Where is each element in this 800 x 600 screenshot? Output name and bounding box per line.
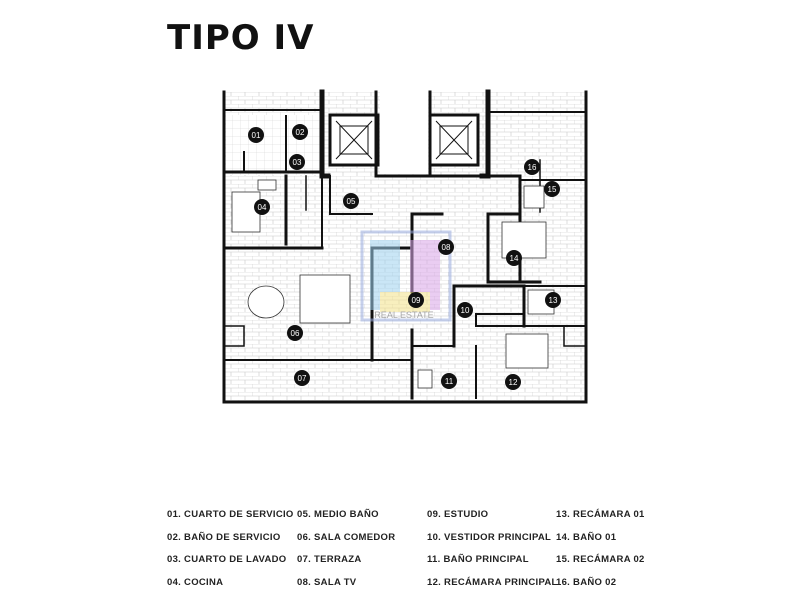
elevator-core-right bbox=[428, 113, 480, 167]
room-marker-label: 08 bbox=[442, 243, 451, 252]
legend-item: 12. RECÁMARA PRINCIPAL bbox=[427, 576, 558, 588]
page-title: TIPO IV bbox=[167, 18, 315, 58]
legend-column-3: 09. ESTUDIO 10. VESTIDOR PRINCIPAL 11. B… bbox=[427, 508, 558, 598]
legend-item: 15. RECÁMARA 02 bbox=[556, 554, 645, 565]
room-marker-label: 09 bbox=[412, 296, 421, 305]
legend-item: 10. VESTIDOR PRINCIPAL bbox=[427, 531, 552, 543]
legend-item: 05. MEDIO BAÑO bbox=[297, 509, 379, 520]
legend-item: 03. CUARTO DE LAVADO bbox=[167, 554, 287, 565]
legend-item: 13. RECÁMARA 01 bbox=[556, 509, 645, 520]
legend-item: 01. CUARTO DE SERVICIO bbox=[167, 509, 294, 520]
watermark-text: REAL ESTATE bbox=[374, 310, 433, 320]
room-marker bbox=[254, 199, 270, 215]
pj-logo-icon bbox=[360, 230, 452, 322]
room-marker bbox=[524, 159, 540, 175]
legend-item: 04. COCINA bbox=[167, 576, 224, 588]
room-marker bbox=[287, 325, 303, 341]
legend-item: 02. BAÑO DE SERVICIO bbox=[167, 531, 281, 543]
room-marker bbox=[294, 370, 310, 386]
room-marker bbox=[457, 302, 473, 318]
service-area-floor bbox=[226, 115, 322, 175]
legend-item: 11. BAÑO PRINCIPAL bbox=[427, 554, 529, 565]
room-marker bbox=[343, 193, 359, 209]
legend-column-2: 05. MEDIO BAÑO 06. SALA COMEDOR 07. TERR… bbox=[297, 508, 395, 598]
room-marker-label: 05 bbox=[347, 197, 356, 206]
legend-item: 14. BAÑO 01 bbox=[556, 531, 617, 543]
legend-item: 08. SALA TV bbox=[297, 576, 357, 588]
room-marker-label: 14 bbox=[510, 254, 519, 263]
room-marker-label: 01 bbox=[252, 131, 261, 140]
room-marker-label: 12 bbox=[509, 378, 518, 387]
room-marker bbox=[289, 154, 305, 170]
room-marker bbox=[248, 127, 264, 143]
room-marker-label: 02 bbox=[296, 128, 305, 137]
legend-column-4: 13. RECÁMARA 01 14. BAÑO 01 15. RECÁMARA… bbox=[556, 508, 645, 598]
room-marker bbox=[545, 292, 561, 308]
room-marker-label: 07 bbox=[298, 374, 307, 383]
room-markers: 01 02 03 04 05 06 07 08 09 10 11 12 13 14 15 16 bbox=[248, 124, 561, 390]
room-marker bbox=[506, 250, 522, 266]
room-marker bbox=[408, 292, 424, 308]
legend-item: 16. BAÑO 02 bbox=[556, 576, 617, 588]
terrace-floor bbox=[226, 360, 410, 398]
room-marker bbox=[292, 124, 308, 140]
room-marker-label: 16 bbox=[528, 163, 537, 172]
room-marker bbox=[441, 373, 457, 389]
room-marker-label: 10 bbox=[461, 306, 470, 315]
legend-column-1: 01. CUARTO DE SERVICIO 02. BAÑO DE SERVI… bbox=[167, 508, 294, 598]
stair-gap bbox=[380, 92, 428, 174]
room-marker-label: 13 bbox=[549, 296, 558, 305]
room-marker-label: 11 bbox=[445, 377, 454, 386]
elevator-core-left bbox=[328, 113, 380, 167]
legend-item: 07. TERRAZA bbox=[297, 554, 362, 565]
room-marker-label: 03 bbox=[293, 158, 302, 167]
room-marker bbox=[505, 374, 521, 390]
room-marker bbox=[438, 239, 454, 255]
legend-item: 09. ESTUDIO bbox=[427, 509, 489, 520]
room-marker-label: 15 bbox=[548, 185, 557, 194]
room-marker-label: 04 bbox=[258, 203, 267, 212]
legend-item: 06. SALA COMEDOR bbox=[297, 531, 396, 543]
room-marker-label: 06 bbox=[291, 329, 300, 338]
room-marker bbox=[544, 181, 560, 197]
